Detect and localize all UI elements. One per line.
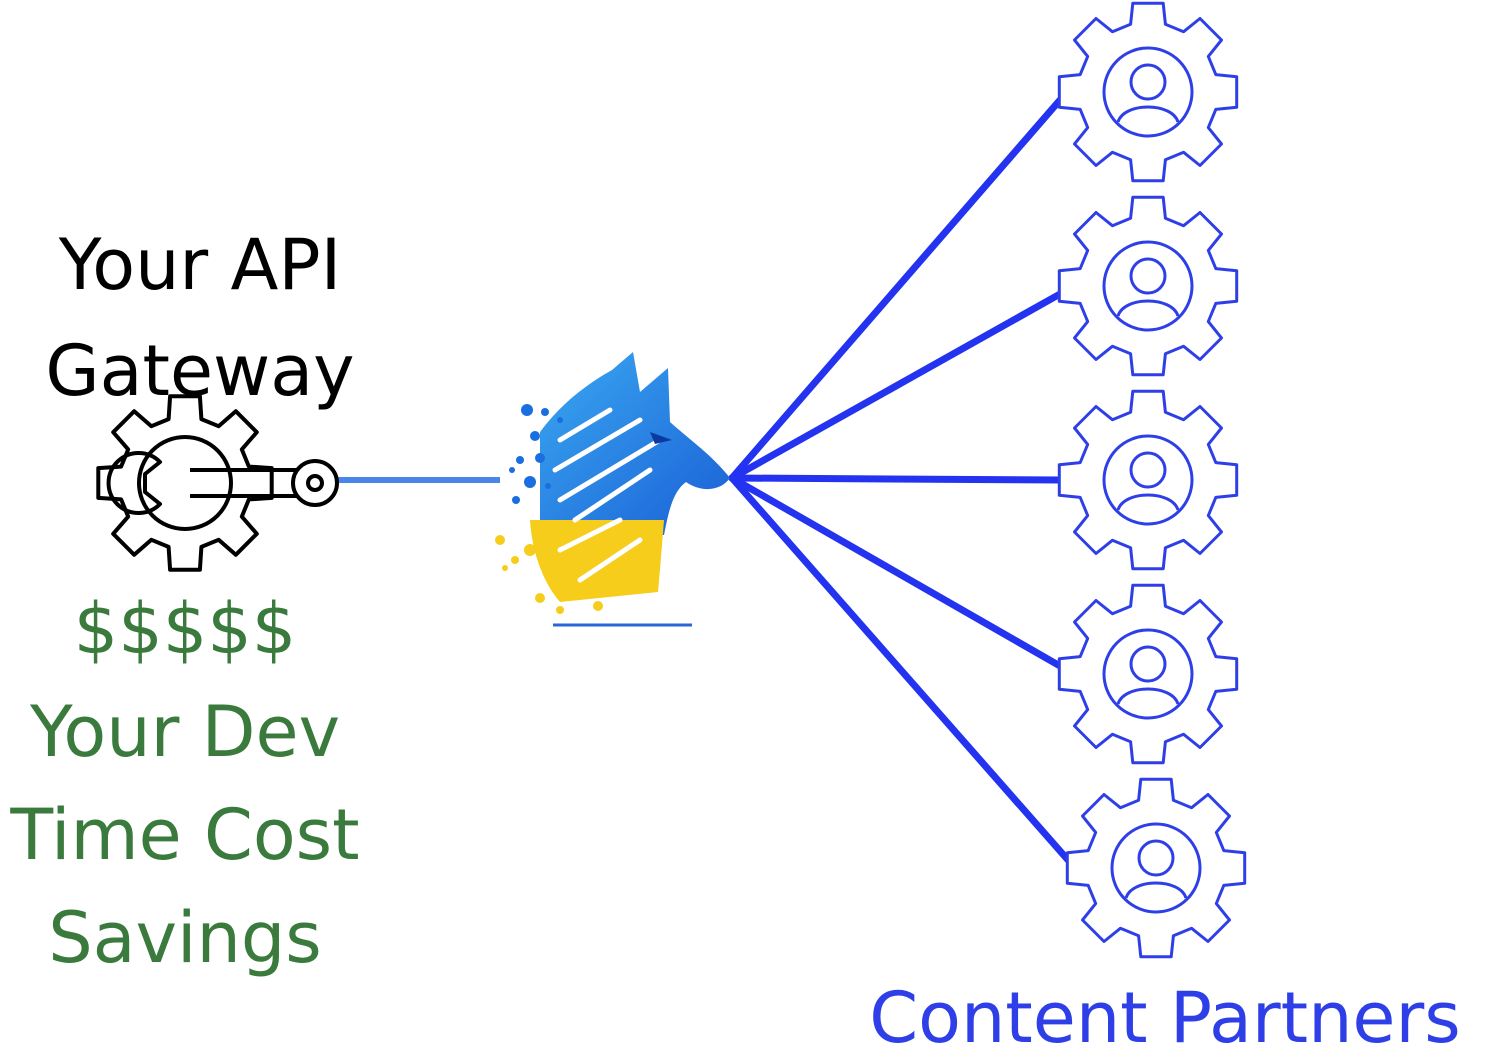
content-partners-label: Content Partners xyxy=(869,977,1461,1059)
savings-line3: Time Cost xyxy=(10,794,360,876)
savings-dollars: $$$$$ xyxy=(73,588,297,670)
partner-connector-lines xyxy=(728,96,1072,864)
savings-line4: Savings xyxy=(48,897,322,979)
partner-gears xyxy=(1057,1,1247,959)
gear-user-icon xyxy=(1057,389,1239,571)
partner-connector-line xyxy=(728,290,1064,482)
savings-line2: Your Dev xyxy=(29,691,341,773)
partner-connector-line xyxy=(728,96,1064,482)
gear-user-icon xyxy=(1057,1,1239,183)
gear-user-icon xyxy=(1057,583,1239,765)
gear-user-icon xyxy=(1057,195,1239,377)
gateway-title-line1: Your API xyxy=(58,224,342,306)
circuit-wolf-logo xyxy=(495,352,730,627)
gear-user-icon xyxy=(1065,777,1247,959)
gear-wrench-icon xyxy=(96,394,339,572)
partner-connector-line xyxy=(728,474,1072,864)
savings-text: $$$$$ Your Dev Time Cost Savings xyxy=(0,578,370,990)
gateway-title: Your API Gateway xyxy=(20,212,380,424)
gateway-title-line2: Gateway xyxy=(45,330,355,412)
partner-connector-line xyxy=(728,474,1064,484)
partner-connector-line xyxy=(728,474,1064,670)
